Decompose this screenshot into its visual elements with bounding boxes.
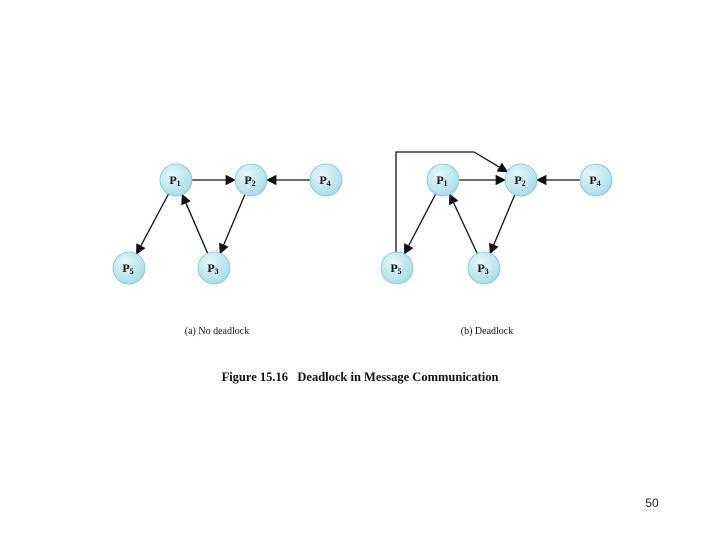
node-circle	[112, 251, 146, 285]
edge-p3-to-p1-arrow	[181, 193, 209, 254]
caption-no-deadlock: (a) No deadlock	[185, 326, 249, 337]
edge-p2-to-p3-arrow	[489, 194, 516, 255]
figure-caption: Figure 15.16 Deadlock in Message Communi…	[222, 370, 499, 384]
edges-deadlock	[395, 151, 580, 255]
caption-deadlock: (b) Deadlock	[461, 326, 513, 337]
process-node-p1: P1	[159, 163, 193, 197]
node-circle	[309, 163, 343, 197]
edges-no-deadlock	[135, 174, 310, 255]
node-label: P3	[207, 261, 218, 276]
process-node-p5: P5	[380, 251, 414, 285]
node-circle	[380, 251, 414, 285]
process-node-p4: P4	[309, 163, 343, 197]
edge-p1-to-p5-arrow	[135, 193, 170, 255]
node-label: P2	[244, 173, 255, 188]
node-label: P2	[514, 173, 525, 188]
process-node-p3: P3	[197, 251, 231, 285]
node-circle	[467, 251, 501, 285]
process-node-p1: P1	[426, 163, 460, 197]
node-circle	[159, 163, 193, 197]
process-node-p3: P3	[467, 251, 501, 285]
node-label: P1	[436, 173, 447, 188]
edge-p3-to-p1-arrow	[448, 193, 478, 254]
process-node-p4: P4	[579, 163, 613, 197]
node-label: P4	[589, 173, 600, 188]
node-label: P1	[169, 173, 180, 188]
node-label: P3	[477, 261, 488, 276]
process-node-p2: P2	[234, 163, 268, 197]
edge-p1-to-p5-arrow	[403, 193, 437, 255]
edge-p5-to-p2-arrow	[395, 151, 509, 252]
node-circle	[426, 163, 460, 197]
node-label: P5	[122, 261, 133, 276]
node-label: P5	[390, 261, 401, 276]
node-circle	[234, 163, 268, 197]
process-node-p2: P2	[504, 163, 538, 197]
edge-p2-to-p3-arrow	[219, 194, 246, 255]
page-number: 50	[645, 496, 659, 510]
process-node-p5: P5	[112, 251, 146, 285]
node-circle	[504, 163, 538, 197]
node-circle	[579, 163, 613, 197]
node-circle	[197, 251, 231, 285]
node-label: P4	[319, 173, 330, 188]
